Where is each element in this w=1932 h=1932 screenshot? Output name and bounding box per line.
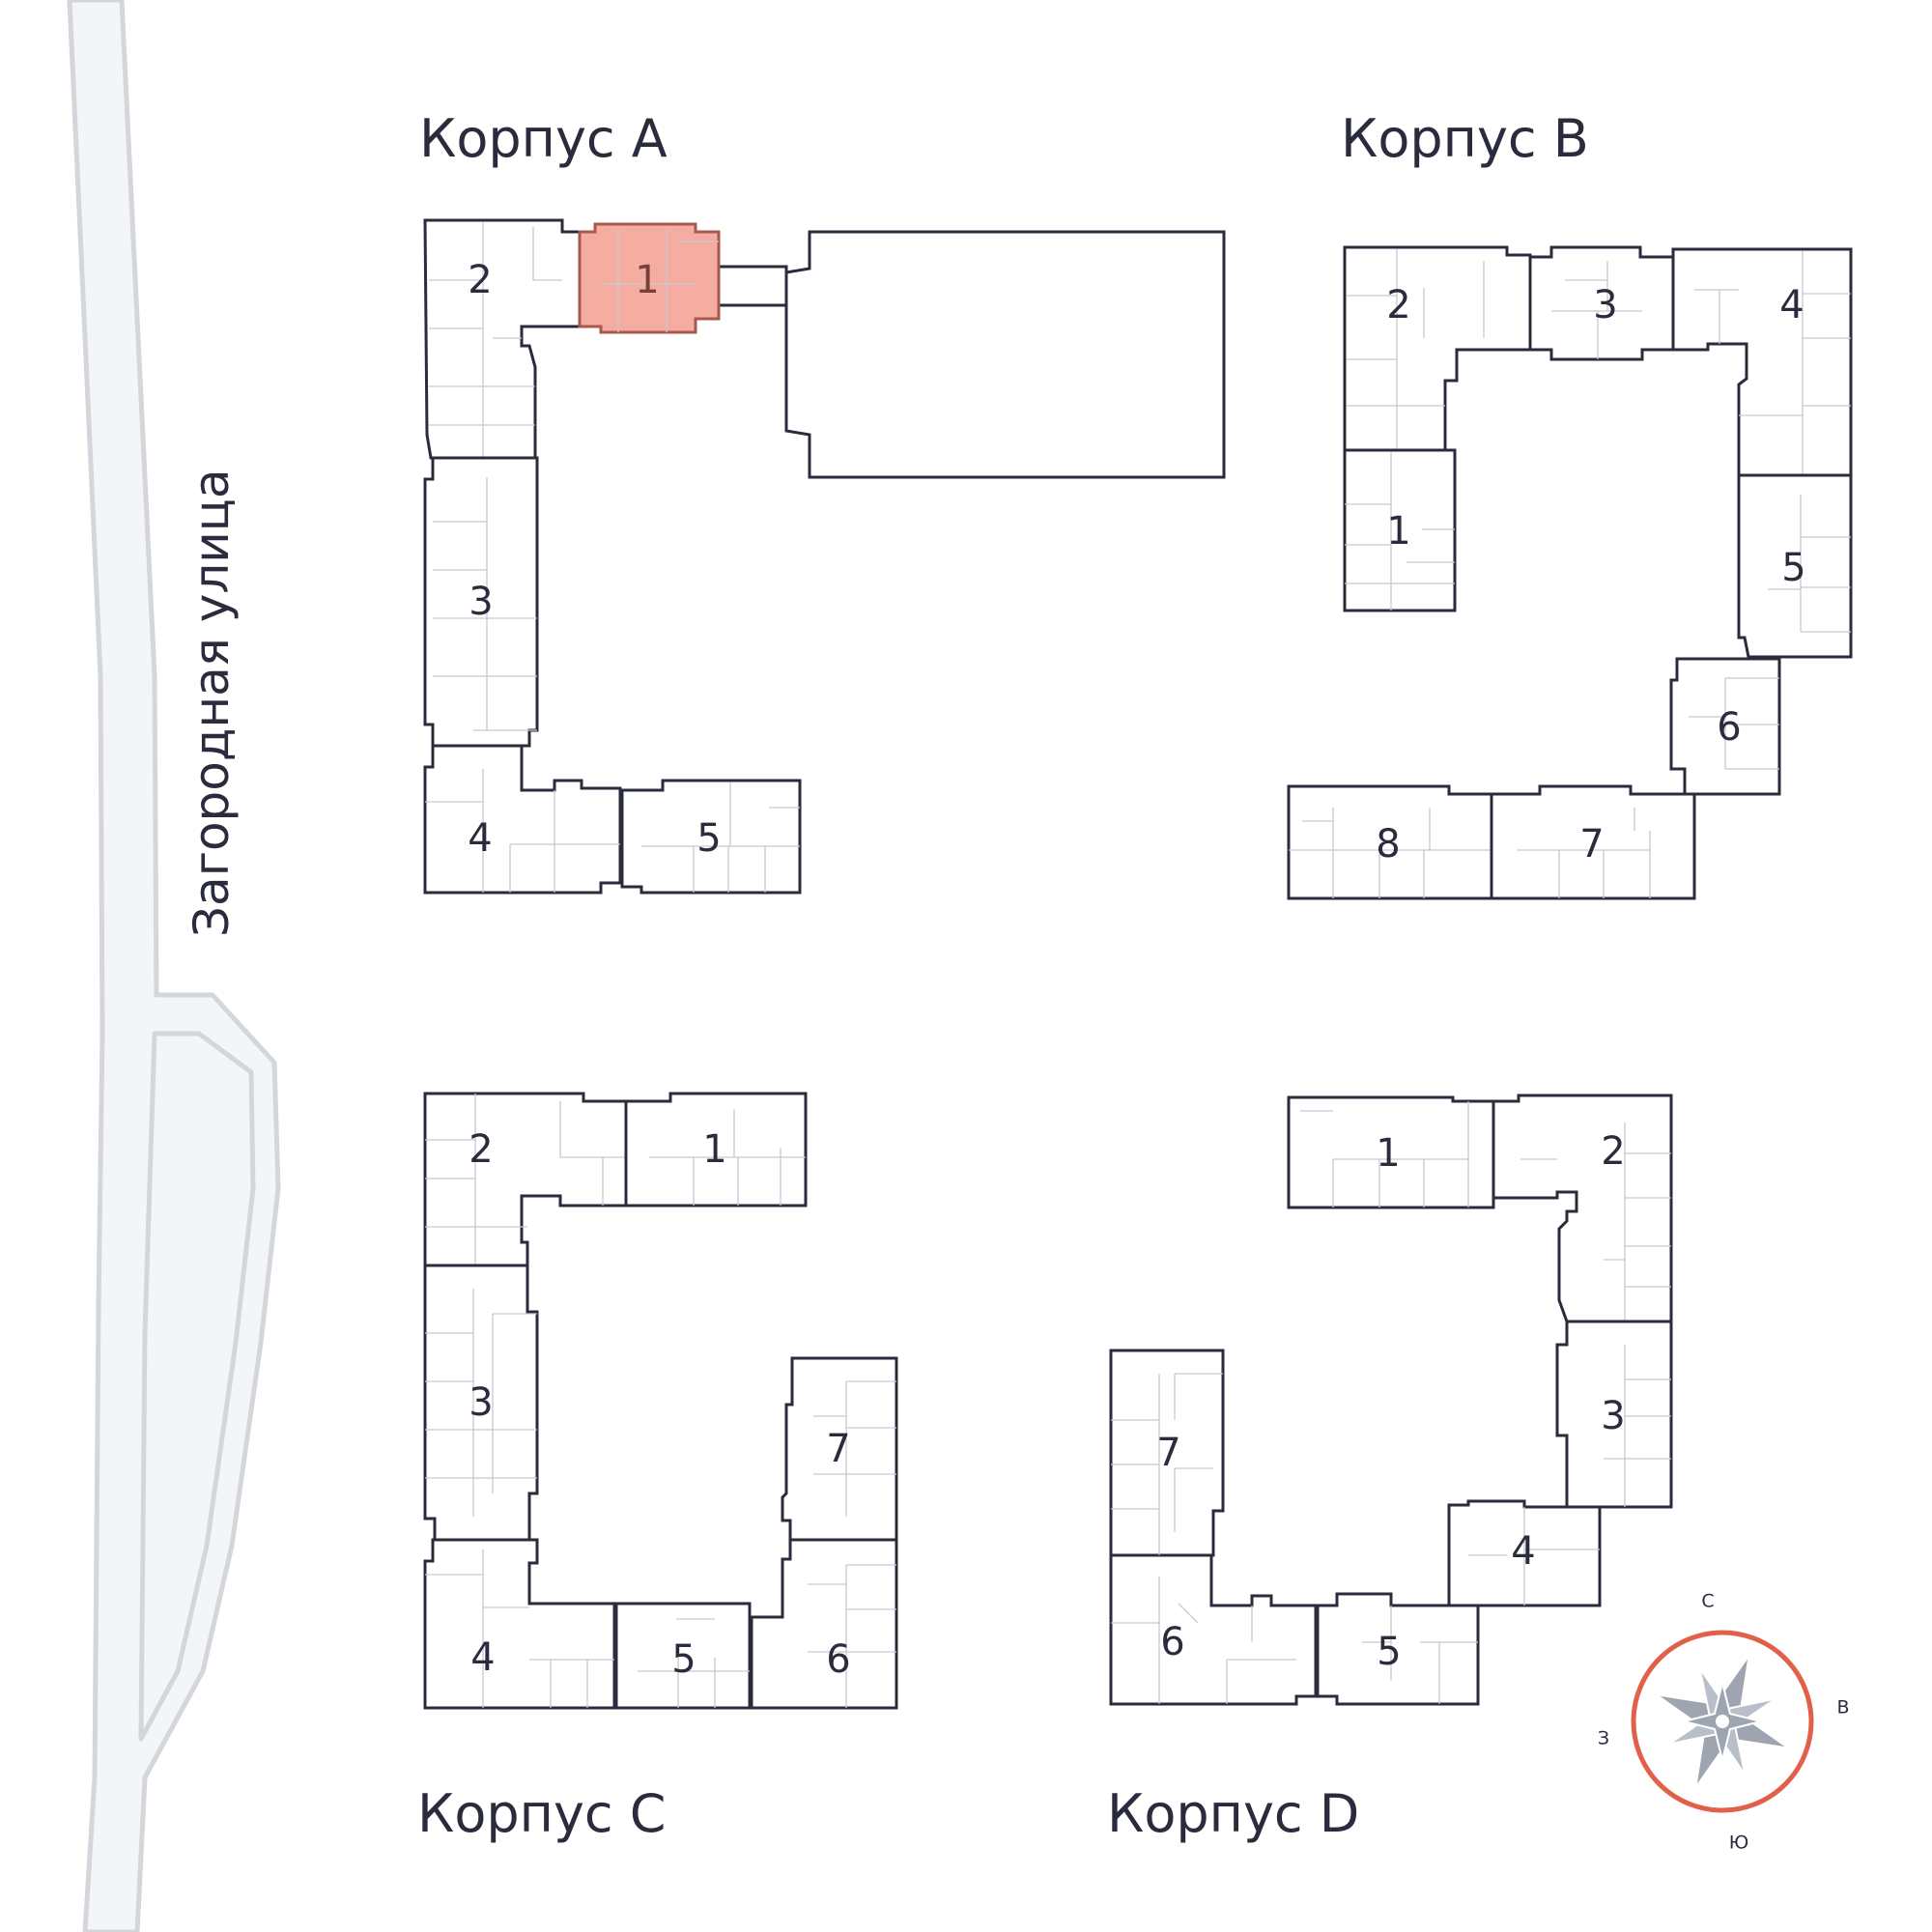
section-number: 3 [469,580,493,624]
section-number: 2 [1386,283,1410,327]
section-number: 4 [468,816,492,861]
corpus-a: 2 1 3 4 5 [423,218,1226,895]
section-number: 7 [1579,822,1604,867]
section-number: 8 [1376,822,1400,867]
corpus-c-section-4[interactable]: 4 [423,1538,616,1710]
corpus-c-section-3[interactable]: 3 [423,1264,539,1542]
corpus-b-section-2[interactable]: 2 [1343,245,1532,452]
street-label: Загородная улица [184,469,240,937]
corpus-b-section-4[interactable]: 4 [1671,247,1853,477]
corpus-c-section-1[interactable]: 1 [624,1092,808,1208]
corpus-d-section-5[interactable]: 5 [1316,1592,1480,1706]
corpus-d-section-4[interactable]: 4 [1447,1499,1602,1607]
corpus-c-title: Корпус C [417,1783,666,1844]
section-number: 7 [1156,1431,1180,1475]
section-number: 4 [1511,1529,1535,1574]
compass: С В Ю З [1598,1591,1850,1854]
compass-ring [1631,1630,1814,1813]
corpus-c-section-2[interactable]: 2 [423,1092,628,1267]
corpus-d: 1 2 3 4 5 6 [1109,1094,1673,1706]
compass-south-label: Ю [1729,1833,1749,1854]
section-number: 6 [826,1637,850,1682]
section-number: 1 [635,258,659,302]
corpus-c: 2 1 3 4 5 6 [423,1092,898,1710]
corpus-b-section-7[interactable]: 7 [1490,784,1696,900]
section-number: 5 [1781,546,1805,590]
street-road [67,0,281,1932]
corpus-d-title: Корпус D [1107,1783,1359,1844]
corpus-b-section-3[interactable]: 3 [1528,245,1675,361]
section-number: 5 [1377,1630,1401,1674]
section-number: 5 [696,816,721,861]
section-number: 6 [1717,705,1741,750]
section-number: 4 [1779,283,1804,327]
corpus-b-section-1[interactable]: 1 [1343,448,1457,612]
compass-west-label: З [1598,1728,1609,1749]
corpus-b-section-6[interactable]: 6 [1669,657,1781,796]
corpus-d-section-6[interactable]: 6 [1109,1553,1318,1706]
compass-rose-icon [1655,1654,1790,1789]
corpus-d-section-1[interactable]: 1 [1287,1095,1495,1209]
corpus-b-section-8[interactable]: 8 [1287,784,1493,900]
corpus-c-section-5[interactable]: 5 [614,1602,752,1710]
corpus-a-section-2[interactable]: 2 [423,218,582,460]
commercial-building [784,230,1226,479]
corpus-c-section-6[interactable]: 6 [750,1538,898,1710]
corpus-a-section-5[interactable]: 5 [620,779,802,895]
section-number: 4 [470,1635,495,1680]
section-number: 2 [1601,1129,1625,1174]
section-number: 3 [469,1380,493,1425]
corpus-b: 2 1 3 4 5 6 [1287,245,1853,900]
section-number: 2 [468,258,492,302]
corpus-a-section-3[interactable]: 3 [423,456,539,748]
corpus-d-section-7[interactable]: 7 [1109,1349,1225,1557]
section-number: 1 [702,1127,726,1172]
section-number: 3 [1601,1394,1625,1438]
section-number: 1 [1376,1131,1400,1176]
compass-east-label: В [1836,1697,1849,1719]
section-number: 7 [826,1427,850,1471]
corpus-c-section-7[interactable]: 7 [781,1356,898,1542]
corpus-d-section-3[interactable]: 3 [1555,1320,1673,1509]
section-number: 5 [671,1637,696,1682]
section-number: 6 [1160,1620,1184,1664]
corpus-b-section-5[interactable]: 5 [1737,473,1853,659]
section-number: 3 [1593,283,1617,327]
corpus-a-section-4[interactable]: 4 [423,744,622,895]
corpus-a-connector [717,265,788,307]
corpus-a-title: Корпус A [419,108,668,169]
section-number: 2 [469,1127,493,1172]
corpus-a-section-1[interactable]: 1 [578,222,721,334]
compass-north-label: С [1701,1591,1714,1612]
corpus-d-section-2[interactable]: 2 [1492,1094,1673,1323]
section-number: 1 [1386,509,1410,554]
corpus-b-title: Корпус B [1341,108,1589,169]
